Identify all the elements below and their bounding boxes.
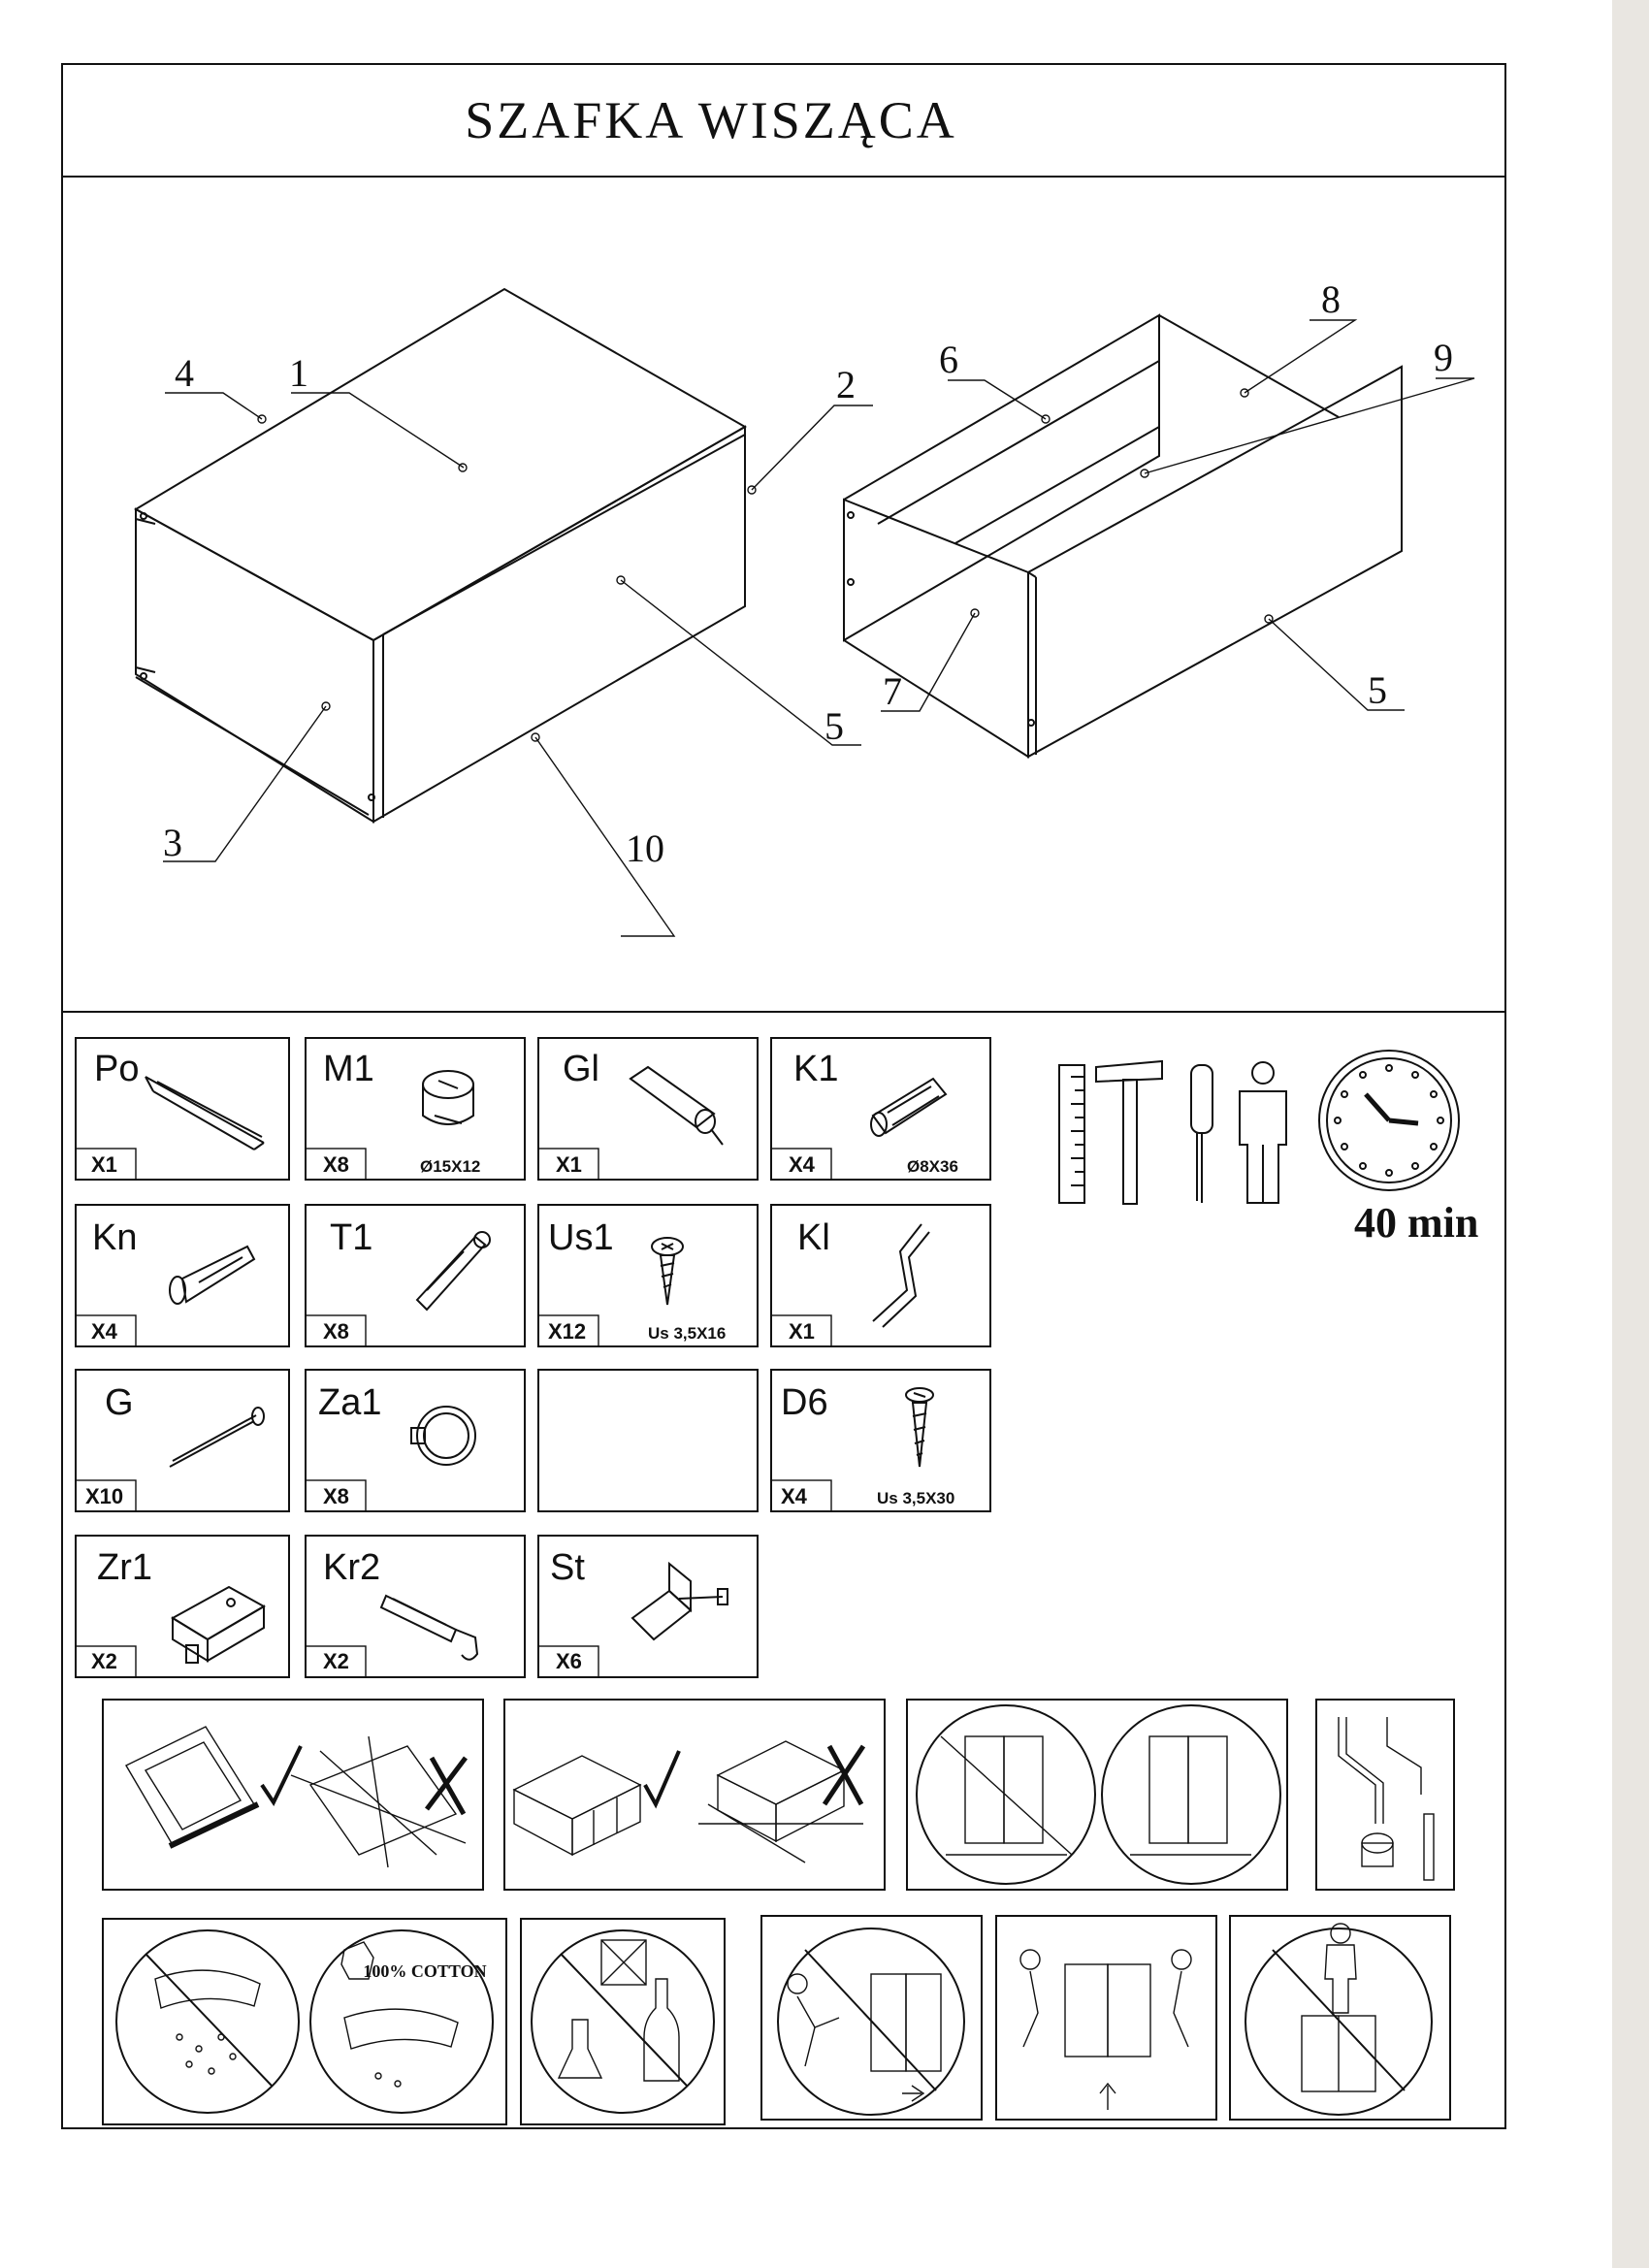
part-code: Kl	[797, 1217, 830, 1258]
callout-1: 1	[289, 351, 308, 395]
part-qty: X4	[789, 1152, 816, 1177]
part-qty: X2	[91, 1649, 117, 1673]
allen-key-icon	[872, 1223, 930, 1328]
ruler-icon	[1058, 1064, 1085, 1204]
callout-9: 9	[1434, 336, 1453, 379]
part-dim: Us 3,5X16	[648, 1324, 726, 1343]
glue-tube-icon	[629, 1065, 724, 1146]
part-card-gl: Gl X1	[537, 1037, 759, 1181]
assemble-on-soft-surface-icon	[102, 1699, 484, 1891]
part-code: G	[105, 1382, 134, 1423]
assembly-time: 40 min	[1354, 1199, 1478, 1247]
part-qty: X8	[323, 1152, 349, 1177]
part-qty: X8	[323, 1484, 349, 1508]
cabinet-body-diagram	[133, 287, 748, 824]
part-card-empty	[537, 1369, 759, 1512]
hammer-icon	[1095, 1059, 1163, 1205]
nail-icon	[169, 1407, 265, 1468]
wall-hook-icon	[379, 1594, 479, 1661]
clock-icon	[1318, 1050, 1460, 1191]
slide-rail-icon	[145, 1076, 265, 1150]
part-qty: X6	[556, 1649, 582, 1673]
wooden-dowel-icon	[870, 1077, 948, 1137]
part-code: Gl	[563, 1049, 599, 1089]
part-code: Po	[94, 1049, 139, 1089]
callout-4: 4	[175, 351, 194, 395]
part-dim: Us 3,5X30	[877, 1489, 954, 1507]
part-card-kl: Kl X1	[770, 1204, 991, 1347]
short-screw-icon	[651, 1237, 684, 1306]
no-wet-cloth-icon: 100% COTTON	[102, 1918, 507, 2125]
cotton-label: 100% COTTON	[363, 1961, 486, 1981]
part-code: T1	[330, 1217, 372, 1258]
use-included-tools-icon	[1315, 1699, 1455, 1891]
do-not-push-icon	[760, 1915, 983, 2121]
callout-leaders	[163, 319, 1475, 937]
part-card-za1: Za1 X8	[305, 1369, 526, 1512]
screwdriver-icon	[1190, 1064, 1213, 1203]
drawer-diagram	[843, 313, 1403, 759]
part-card-kr2: Kr2 X2	[305, 1535, 526, 1678]
callout-2: 2	[836, 363, 856, 406]
part-qty: X1	[91, 1152, 117, 1177]
part-qty: X8	[323, 1319, 349, 1344]
two-persons-icon	[1239, 1061, 1287, 1204]
part-card-g: G X10	[75, 1369, 290, 1512]
page-frame	[61, 63, 1506, 2129]
anchor-to-wall-icon	[906, 1699, 1288, 1891]
part-qty: X4	[781, 1484, 808, 1508]
callout-7: 7	[883, 669, 902, 713]
scan-edge-shadow	[1612, 0, 1649, 2268]
part-qty: X12	[548, 1319, 586, 1344]
part-card-po: Po X1	[75, 1037, 290, 1181]
cap-ring-icon	[410, 1406, 476, 1466]
part-code: K1	[793, 1049, 838, 1089]
part-qty: X10	[85, 1484, 123, 1508]
instruction-icons: 100% COTTON	[102, 1699, 1455, 2125]
part-card-d6: D6 X4 Us 3,5X30	[770, 1369, 991, 1512]
part-card-kn: Kn X4	[75, 1204, 290, 1347]
assemble-on-flat-surface-icon	[503, 1699, 886, 1891]
no-chemicals-icon	[520, 1918, 726, 2125]
do-not-stand-on-icon	[1229, 1915, 1451, 2121]
part-code: M1	[323, 1049, 374, 1089]
part-card-us1: Us1 X12 Us 3,5X16	[537, 1204, 759, 1347]
cam-bolt-icon	[415, 1231, 491, 1312]
part-card-zr1: Zr1 X2	[75, 1535, 290, 1678]
part-dim: Ø8X36	[907, 1157, 958, 1176]
part-qty: X1	[789, 1319, 815, 1344]
callout-10: 10	[626, 826, 664, 870]
callout-8: 8	[1321, 277, 1341, 321]
part-code: Kn	[92, 1217, 137, 1258]
corner-bracket-icon	[630, 1561, 728, 1641]
callout-5-drawer: 5	[1368, 668, 1387, 712]
part-qty: X4	[91, 1319, 118, 1344]
lift-with-two-people-icon	[995, 1915, 1217, 2121]
hanger-bracket-icon	[171, 1585, 267, 1664]
part-code: Zr1	[97, 1547, 152, 1588]
page-title: SZAFKA WISZĄCA	[465, 91, 957, 149]
tools-panel: 40 min	[1058, 1050, 1478, 1247]
part-dim: Ø15X12	[420, 1157, 480, 1176]
part-card-m1: M1 X8 Ø15X12	[305, 1037, 526, 1181]
part-qty: X2	[323, 1649, 349, 1673]
part-code: Us1	[548, 1217, 614, 1258]
part-card-t1: T1 X8	[305, 1204, 526, 1347]
part-code: Za1	[318, 1382, 381, 1423]
part-qty: X1	[556, 1152, 582, 1177]
callout-6: 6	[939, 338, 958, 381]
part-code: St	[550, 1547, 585, 1588]
callout-3: 3	[163, 821, 182, 864]
part-card-k1: K1 X4 Ø8X36	[770, 1037, 991, 1181]
cam-lock-icon	[422, 1070, 474, 1125]
callout-5-body: 5	[824, 704, 844, 748]
part-code: Kr2	[323, 1547, 380, 1588]
part-code: D6	[781, 1382, 828, 1423]
part-card-st: St X6	[537, 1535, 759, 1678]
long-screw-icon	[905, 1387, 934, 1468]
parts-grid: Po X1 M1 X8 Ø15X12	[75, 1037, 991, 1678]
knob-bolt-icon	[169, 1245, 256, 1305]
